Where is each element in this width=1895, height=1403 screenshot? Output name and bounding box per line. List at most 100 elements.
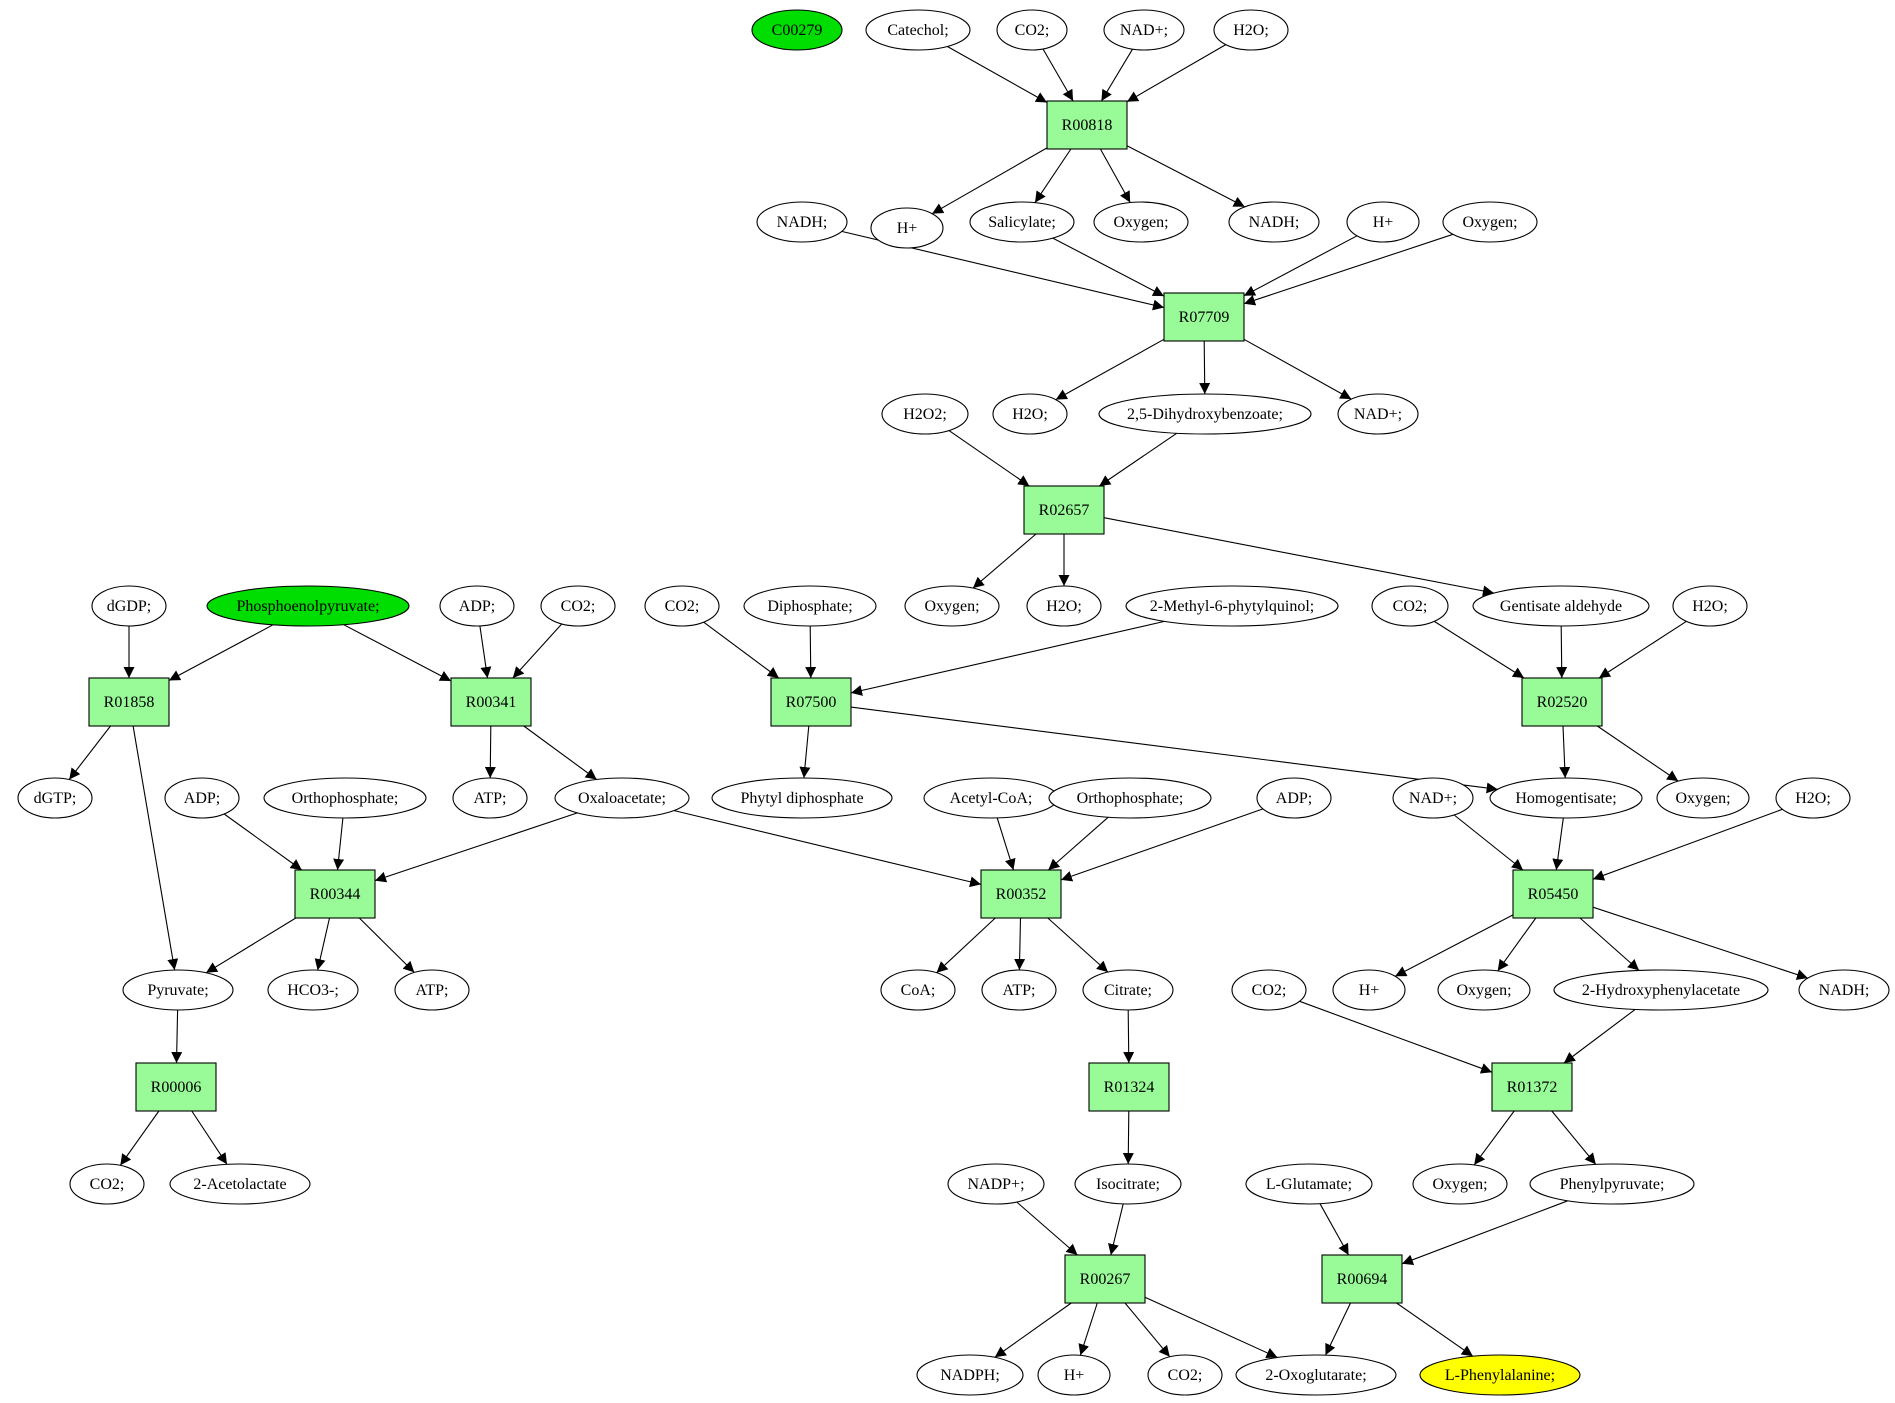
reaction-node-R00006[interactable]: R00006 bbox=[135, 1062, 217, 1112]
compound-node-nadp_a[interactable]: NAD+; bbox=[1103, 9, 1185, 51]
compound-ellipse bbox=[439, 585, 515, 627]
compound-node-phytyl[interactable]: Phytyl diphosphate bbox=[711, 777, 893, 819]
compound-node-h2o_a[interactable]: H2O; bbox=[1213, 9, 1289, 51]
compound-node-atp_a[interactable]: ATP; bbox=[452, 777, 528, 819]
edge-h2o_e-to-R05450 bbox=[1592, 808, 1783, 881]
compound-node-acetolactate[interactable]: 2-Acetolactate bbox=[169, 1163, 311, 1205]
compound-node-catechol[interactable]: Catechol; bbox=[865, 9, 971, 51]
compound-node-nadh_c[interactable]: NADH; bbox=[1798, 969, 1890, 1011]
compound-node-coa[interactable]: CoA; bbox=[880, 969, 956, 1011]
compound-node-dhb[interactable]: 2,5-Dihydroxybenzoate; bbox=[1098, 393, 1312, 435]
compound-node-phenylpyruvate[interactable]: Phenylpyruvate; bbox=[1529, 1163, 1695, 1205]
reaction-node-R00341[interactable]: R00341 bbox=[450, 677, 532, 727]
compound-node-orthophos_a[interactable]: Orthophosphate; bbox=[263, 777, 427, 819]
compound-node-dgtp[interactable]: dGTP; bbox=[17, 777, 93, 819]
reaction-node-R00694[interactable]: R00694 bbox=[1321, 1254, 1403, 1304]
compound-node-co2_g[interactable]: CO2; bbox=[1147, 1354, 1223, 1396]
compound-node-hplus_d[interactable]: H+ bbox=[1037, 1354, 1111, 1396]
compound-node-co2_f[interactable]: CO2; bbox=[69, 1163, 145, 1205]
compound-node-adp_a[interactable]: ADP; bbox=[439, 585, 515, 627]
edge-R02657-to-oxygen_c bbox=[972, 533, 1037, 589]
compound-node-co2_b[interactable]: CO2; bbox=[540, 585, 616, 627]
node-label: H2O; bbox=[1233, 22, 1269, 39]
compound-node-acetylcoa[interactable]: Acetyl-CoA; bbox=[923, 777, 1059, 819]
compound-node-h2o2[interactable]: H2O2; bbox=[881, 393, 969, 435]
edge-R07709-to-dhb bbox=[1199, 340, 1211, 395]
node-label: CoA; bbox=[901, 982, 936, 999]
compound-node-h2o_b[interactable]: H2O; bbox=[992, 393, 1068, 435]
edge-orthophos_a-to-R00344 bbox=[333, 817, 345, 871]
node-label: L-Glutamate; bbox=[1266, 1176, 1352, 1193]
compound-node-co2_a[interactable]: CO2; bbox=[996, 9, 1068, 51]
compound-node-pyruvate[interactable]: Pyruvate; bbox=[122, 969, 234, 1011]
reaction-node-R00352[interactable]: R00352 bbox=[980, 869, 1062, 919]
compound-node-atp_b[interactable]: ATP; bbox=[394, 969, 470, 1011]
compound-ellipse bbox=[1125, 585, 1339, 627]
edge-nadpplus-to-R00267 bbox=[1016, 1201, 1078, 1256]
compound-node-hco3[interactable]: HCO3-; bbox=[267, 969, 359, 1011]
compound-node-diphosphate[interactable]: Diphosphate; bbox=[743, 585, 877, 627]
compound-ellipse bbox=[1098, 393, 1312, 435]
compound-node-h2o_d[interactable]: H2O; bbox=[1672, 585, 1748, 627]
compound-node-mpq[interactable]: 2-Methyl-6-phytylquinol; bbox=[1125, 585, 1339, 627]
edge-hplus_b-to-R07709 bbox=[1243, 235, 1358, 297]
reaction-node-R07500[interactable]: R07500 bbox=[770, 677, 852, 727]
compound-node-atp_c[interactable]: ATP; bbox=[981, 969, 1057, 1011]
compound-node-gentisald[interactable]: Gentisate aldehyde bbox=[1472, 585, 1650, 627]
compound-node-salicylate[interactable]: Salicylate; bbox=[969, 201, 1075, 243]
compound-node-hplus_c[interactable]: H+ bbox=[1332, 969, 1406, 1011]
reaction-box bbox=[88, 677, 170, 727]
compound-node-nadpplus[interactable]: NADP+; bbox=[947, 1163, 1045, 1205]
compound-node-c00279[interactable]: C00279 bbox=[751, 9, 843, 51]
edge-R00267-to-hplus_d bbox=[1078, 1302, 1098, 1356]
reaction-node-R00267[interactable]: R00267 bbox=[1064, 1254, 1146, 1304]
reaction-node-R02520[interactable]: R02520 bbox=[1521, 677, 1603, 727]
compound-node-pep[interactable]: Phosphoenolpyruvate; bbox=[206, 585, 410, 627]
compound-node-co2_c[interactable]: CO2; bbox=[644, 585, 720, 627]
compound-node-nadh_a[interactable]: NADH; bbox=[756, 201, 848, 243]
reaction-node-R01372[interactable]: R01372 bbox=[1491, 1062, 1573, 1112]
edge-R01858-to-dgtp bbox=[68, 725, 111, 780]
compound-node-nadh_b[interactable]: NADH; bbox=[1228, 201, 1320, 243]
compound-node-adp_b[interactable]: ADP; bbox=[164, 777, 240, 819]
node-label: Isocitrate; bbox=[1096, 1176, 1160, 1193]
compound-node-h2o_e[interactable]: H2O; bbox=[1775, 777, 1851, 819]
compound-node-oxygen_c[interactable]: Oxygen; bbox=[904, 585, 1000, 627]
compound-node-citrate[interactable]: Citrate; bbox=[1082, 969, 1174, 1011]
compound-node-lglutamate[interactable]: L-Glutamate; bbox=[1245, 1163, 1373, 1205]
compound-node-oxygen_b[interactable]: Oxygen; bbox=[1442, 201, 1538, 243]
compound-node-nadp_b[interactable]: NAD+; bbox=[1337, 393, 1419, 435]
compound-node-co2_e[interactable]: CO2; bbox=[1231, 969, 1307, 1011]
compound-node-dgdp[interactable]: dGDP; bbox=[91, 585, 167, 627]
compound-node-oxygen_a[interactable]: Oxygen; bbox=[1093, 201, 1189, 243]
reaction-node-R07709[interactable]: R07709 bbox=[1163, 292, 1245, 342]
compound-node-nadph[interactable]: NADPH; bbox=[916, 1354, 1024, 1396]
reaction-node-R05450[interactable]: R05450 bbox=[1512, 869, 1594, 919]
compound-node-oxygen_f[interactable]: Oxygen; bbox=[1412, 1163, 1508, 1205]
compound-node-oxoglutarate[interactable]: 2-Oxoglutarate; bbox=[1235, 1354, 1397, 1396]
compound-node-nadp_c[interactable]: NAD+; bbox=[1392, 777, 1474, 819]
reaction-node-R00818[interactable]: R00818 bbox=[1046, 100, 1128, 150]
reaction-node-R01324[interactable]: R01324 bbox=[1088, 1062, 1170, 1112]
edge-R05450-to-hpa bbox=[1579, 917, 1640, 971]
compound-node-h2o_c[interactable]: H2O; bbox=[1026, 585, 1102, 627]
compound-node-oxygen_e[interactable]: Oxygen; bbox=[1437, 969, 1531, 1011]
edge-pep-to-R01858 bbox=[168, 624, 274, 681]
compound-node-isocitrate[interactable]: Isocitrate; bbox=[1074, 1163, 1182, 1205]
compound-node-hplus_a[interactable]: H+ bbox=[870, 207, 944, 249]
compound-node-oxaloacetate[interactable]: Oxaloacetate; bbox=[554, 777, 690, 819]
compound-node-oxygen_d[interactable]: Oxygen; bbox=[1656, 777, 1750, 819]
compound-node-lphe[interactable]: L-Phenylalanine; bbox=[1419, 1354, 1581, 1396]
node-label: C00279 bbox=[772, 22, 823, 39]
compound-ellipse bbox=[69, 1163, 145, 1205]
reaction-node-R00344[interactable]: R00344 bbox=[294, 869, 376, 919]
compound-node-co2_d[interactable]: CO2; bbox=[1371, 585, 1449, 627]
compound-node-homogentisate[interactable]: Homogentisate; bbox=[1489, 777, 1643, 819]
compound-node-orthophos_b[interactable]: Orthophosphate; bbox=[1048, 777, 1212, 819]
node-label: Oxygen; bbox=[1456, 982, 1511, 999]
compound-node-adp_c[interactable]: ADP; bbox=[1256, 777, 1332, 819]
compound-node-hplus_b[interactable]: H+ bbox=[1346, 201, 1420, 243]
reaction-node-R02657[interactable]: R02657 bbox=[1023, 485, 1105, 535]
compound-node-hpa[interactable]: 2-Hydroxyphenylacetate bbox=[1553, 969, 1769, 1011]
reaction-node-R01858[interactable]: R01858 bbox=[88, 677, 170, 727]
